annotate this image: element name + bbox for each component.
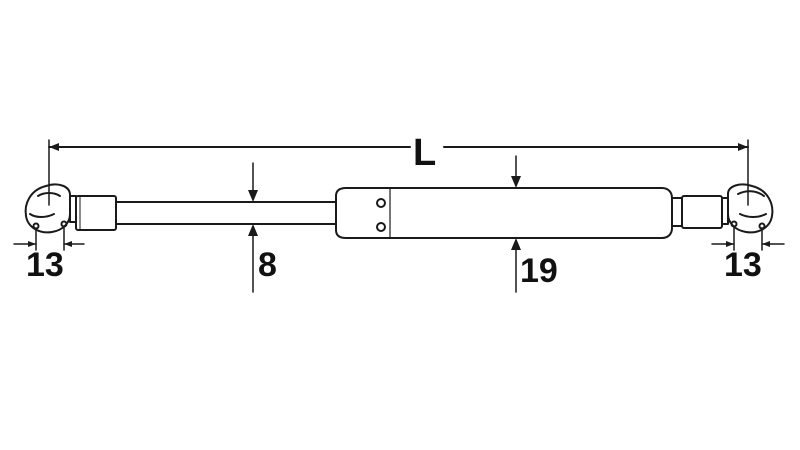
left-ball-socket [24, 183, 77, 234]
right-ball-socket [721, 183, 774, 234]
left-socket-dimension [13, 225, 85, 251]
cylinder-body [335, 187, 673, 239]
length-dimension-line [48, 139, 749, 206]
right-socket-dimension [711, 225, 785, 251]
right-end-sleeve [671, 195, 723, 229]
left-socket-label: 13 [26, 246, 64, 284]
length-label: L [413, 132, 437, 174]
right-socket-label: 13 [724, 246, 762, 284]
rod-diameter-label: 8 [258, 246, 277, 284]
piston-rod [115, 201, 337, 225]
cylinder-diameter-label: 19 [520, 252, 558, 290]
rod-diameter-dimension [248, 162, 258, 293]
cylinder-diameter-dimension [511, 155, 521, 293]
left-end-sleeve [75, 195, 117, 231]
